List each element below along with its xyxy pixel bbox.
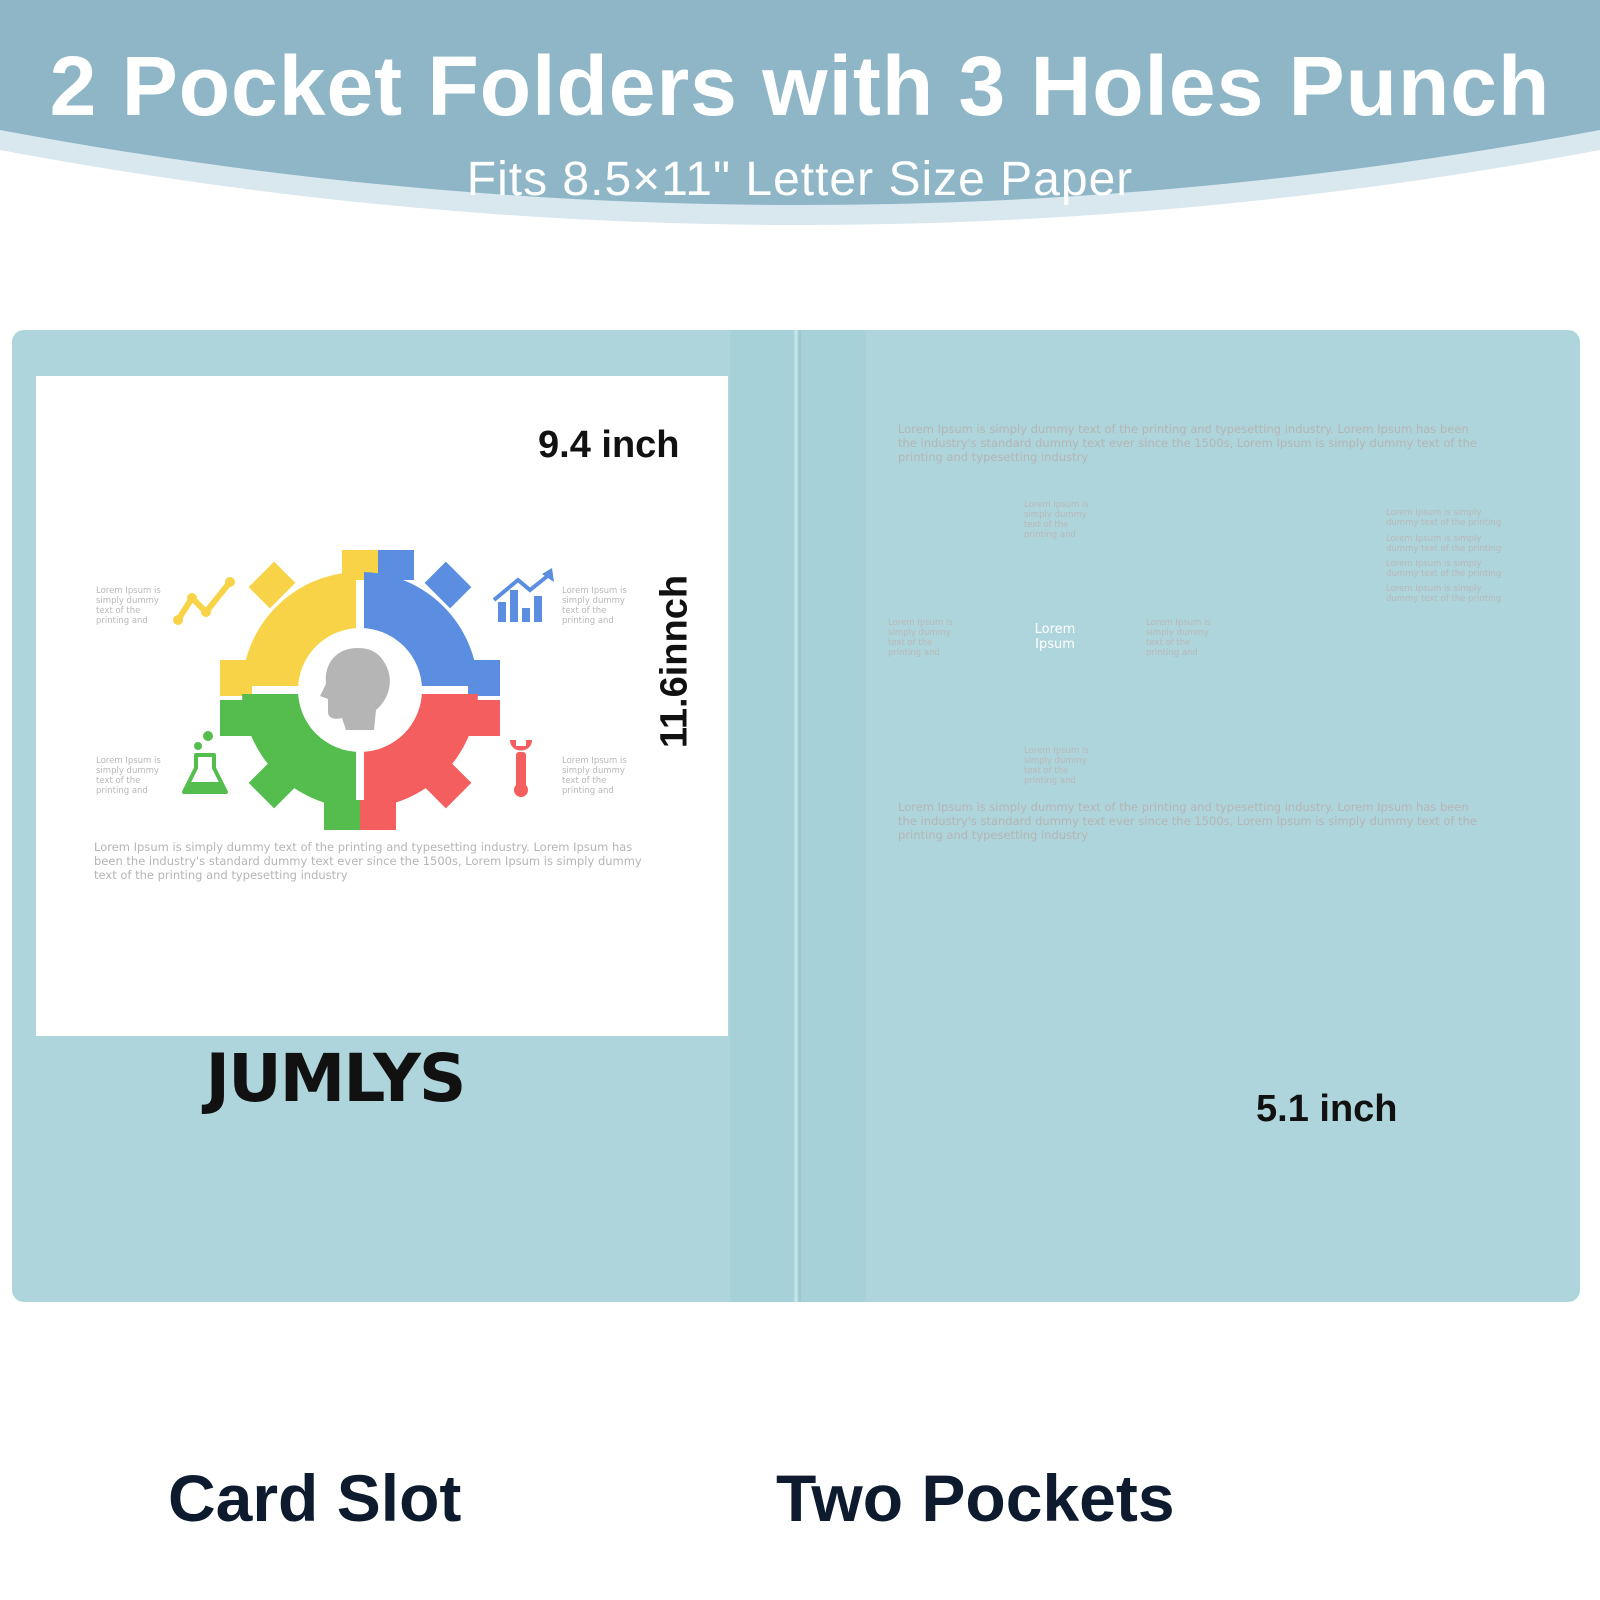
header-banner [0, 0, 1600, 205]
card-slot-callout: Card Slot [168, 1461, 462, 1535]
left-label-bottom-right: Lorem Ipsum is simply dummy text of the … [562, 756, 627, 796]
left-sheet-paragraph: Lorem Ipsum is simply dummy text of the … [94, 840, 642, 882]
legend-item-1: Lorem Ipsum is simply dummy text of the … [1386, 508, 1502, 528]
left-label-top-right: Lorem Ipsum is simply dummy text of the … [562, 586, 627, 626]
diamond-label-left: Lorem Ipsum is simply dummy text of the … [888, 618, 953, 658]
gear-infographic [220, 550, 500, 830]
diamond-center-label: Lorem Ipsum [1034, 622, 1076, 652]
left-label-top-left: Lorem Ipsum is simply dummy text of the … [96, 586, 161, 626]
left-sheet [36, 376, 728, 1036]
right-sheet-paragraph-bottom: Lorem Ipsum is simply dummy text of the … [898, 800, 1477, 842]
head-icon [320, 648, 390, 730]
diamond-label-top: Lorem Ipsum is simply dummy text of the … [1024, 500, 1089, 540]
pocket-height-label: 5.1 inch [1256, 1088, 1398, 1130]
right-sheet-paragraph-top: Lorem Ipsum is simply dummy text of the … [898, 422, 1477, 464]
page-subtitle: Fits 8.5×11" Letter Size Paper [466, 153, 1134, 206]
folder-spine [730, 330, 866, 1302]
diamond-label-bottom: Lorem Ipsum is simply dummy text of the … [1024, 746, 1089, 786]
legend-item-4: Lorem Ipsum is simply dummy text of the … [1386, 584, 1502, 604]
page-title: 2 Pocket Folders with 3 Holes Punch [49, 39, 1551, 133]
left-sheet-table: $ [0, 0, 1549, 1535]
brand-logo: JUMLYS [205, 1040, 467, 1117]
width-dimension-label: 9.4 inch [538, 424, 680, 466]
flask-icon [182, 731, 228, 794]
legend-item-3: Lorem Ipsum is simply dummy text of the … [1386, 559, 1502, 579]
height-dimension-label: 11.6innch [653, 574, 696, 749]
trend-line-icon [175, 579, 233, 623]
wrench-icon [510, 740, 532, 797]
left-label-bottom-left: Lorem Ipsum is simply dummy text of the … [96, 756, 161, 796]
legend-item-2: Lorem Ipsum is simply dummy text of the … [1386, 534, 1502, 554]
diamond-label-right: Lorem Ipsum is simply dummy text of the … [1146, 618, 1211, 658]
bar-chart-icon [492, 568, 554, 622]
two-pockets-callout: Two Pockets [776, 1461, 1175, 1535]
